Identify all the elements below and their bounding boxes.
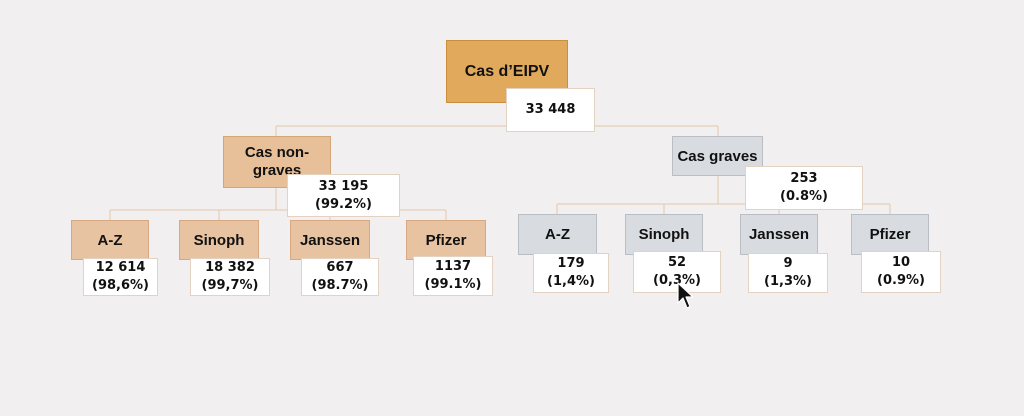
- non-serious-leaf-az-value: 12 614 (98,6%): [83, 258, 158, 296]
- non-serious-value: 33 195: [318, 178, 369, 194]
- leaf-label: A-Z: [97, 231, 123, 249]
- serious-leaf-janssen-value: 9 (1,3%): [748, 253, 828, 293]
- leaf-value: 12 614: [95, 260, 146, 275]
- leaf-percent: (98.7%): [311, 278, 369, 293]
- serious-leaf-az: A-Z: [518, 214, 597, 255]
- serious-leaf-az-value: 179 (1,4%): [533, 253, 609, 293]
- serious-leaf-sinoph: Sinoph: [625, 214, 703, 255]
- non-serious-percent: (99.2%): [315, 196, 372, 212]
- leaf-percent: (99,7%): [201, 278, 259, 293]
- serious-leaf-janssen: Janssen: [740, 214, 818, 255]
- root-value-box: 33 448: [506, 88, 595, 132]
- leaf-label: A-Z: [545, 226, 570, 243]
- leaf-label: Sinoph: [193, 231, 245, 249]
- serious-leaf-pfizer-value: 10 (0.9%): [861, 251, 941, 293]
- mouse-cursor-icon: [677, 282, 694, 309]
- leaf-label: Pfizer: [425, 231, 467, 249]
- leaf-value: 52: [667, 255, 687, 270]
- leaf-percent: (99.1%): [424, 277, 482, 292]
- non-serious-leaf-az: A-Z: [71, 220, 149, 260]
- leaf-percent: (1,3%): [764, 274, 812, 289]
- leaf-label: Janssen: [748, 226, 810, 243]
- leaf-value: 179: [557, 256, 585, 271]
- leaf-label: Janssen: [299, 231, 361, 249]
- leaf-percent: (98,6%): [92, 278, 149, 293]
- leaf-label: Sinoph: [638, 226, 690, 243]
- non-serious-leaf-pfizer-value: 1137 (99.1%): [413, 256, 493, 296]
- leaf-value: 9: [783, 256, 793, 271]
- serious-leaf-sinoph-value: 52 (0,3%): [633, 251, 721, 293]
- serious-value: 253: [790, 171, 818, 186]
- leaf-value: 10: [891, 255, 911, 270]
- non-serious-leaf-janssen: Janssen: [290, 220, 370, 260]
- non-serious-leaf-sinoph-value: 18 382 (99,7%): [190, 258, 270, 296]
- serious-percent: (0.8%): [780, 189, 828, 204]
- root-label: Cas d’EIPV: [464, 62, 550, 80]
- leaf-percent: (0.9%): [877, 273, 925, 288]
- root-value: 33 448: [525, 102, 576, 117]
- leaf-percent: (1,4%): [547, 274, 595, 289]
- leaf-value: 1137: [434, 259, 472, 274]
- leaf-label: Pfizer: [869, 226, 911, 243]
- leaf-value: 667: [326, 260, 354, 275]
- non-serious-leaf-sinoph: Sinoph: [179, 220, 259, 260]
- leaf-value: 18 382: [205, 260, 255, 275]
- leaf-percent: (0,3%): [653, 273, 701, 288]
- non-serious-leaf-pfizer: Pfizer: [406, 220, 486, 260]
- serious-leaf-pfizer: Pfizer: [851, 214, 929, 255]
- serious-label: Cas graves: [677, 147, 758, 165]
- non-serious-value-box: 33 195 (99.2%): [287, 174, 400, 217]
- serious-value-box: 253 (0.8%): [745, 166, 863, 210]
- non-serious-leaf-janssen-value: 667 (98.7%): [301, 258, 379, 296]
